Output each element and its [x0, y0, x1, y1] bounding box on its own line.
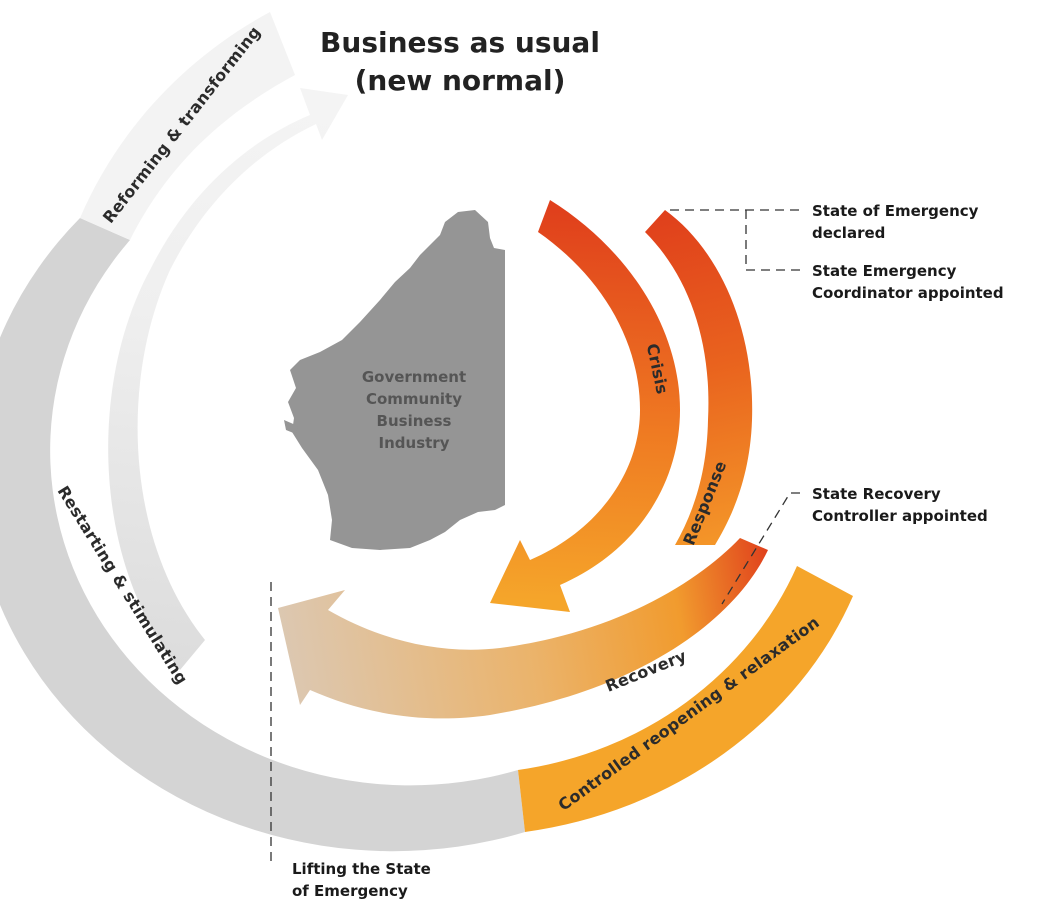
reforming-band — [80, 12, 295, 240]
center-label-business: Business — [377, 412, 452, 430]
restarting-band — [0, 218, 525, 852]
controlled-reopening-band — [518, 566, 853, 832]
emergency-declared-line-1: State of Emergency — [812, 202, 979, 220]
coordinator-line-2: Coordinator appointed — [812, 284, 1004, 302]
center-label-industry: Industry — [379, 434, 450, 452]
crisis-arrow — [490, 200, 680, 612]
recovery-arrow — [278, 538, 768, 719]
lifting-line-1: Lifting the State — [292, 860, 431, 878]
wa-island — [284, 420, 298, 434]
lifting-line-2: of Emergency — [292, 882, 408, 900]
center-label-government: Government — [362, 368, 466, 386]
title-line-1: Business as usual — [320, 26, 600, 59]
emergency-declared-line-2: declared — [812, 224, 885, 242]
coordinator-line-1: State Emergency — [812, 262, 957, 280]
response-band — [645, 210, 753, 545]
recovery-controller-line-1: State Recovery — [812, 485, 941, 503]
title-line-2: (new normal) — [355, 64, 566, 97]
recovery-controller-line-2: Controller appointed — [812, 507, 988, 525]
center-label-community: Community — [366, 390, 462, 408]
leader-coordinator — [745, 210, 800, 271]
wa-map — [288, 210, 505, 550]
reforming-label: Reforming & transforming — [99, 22, 264, 226]
leader-recovery-controller — [721, 492, 800, 605]
